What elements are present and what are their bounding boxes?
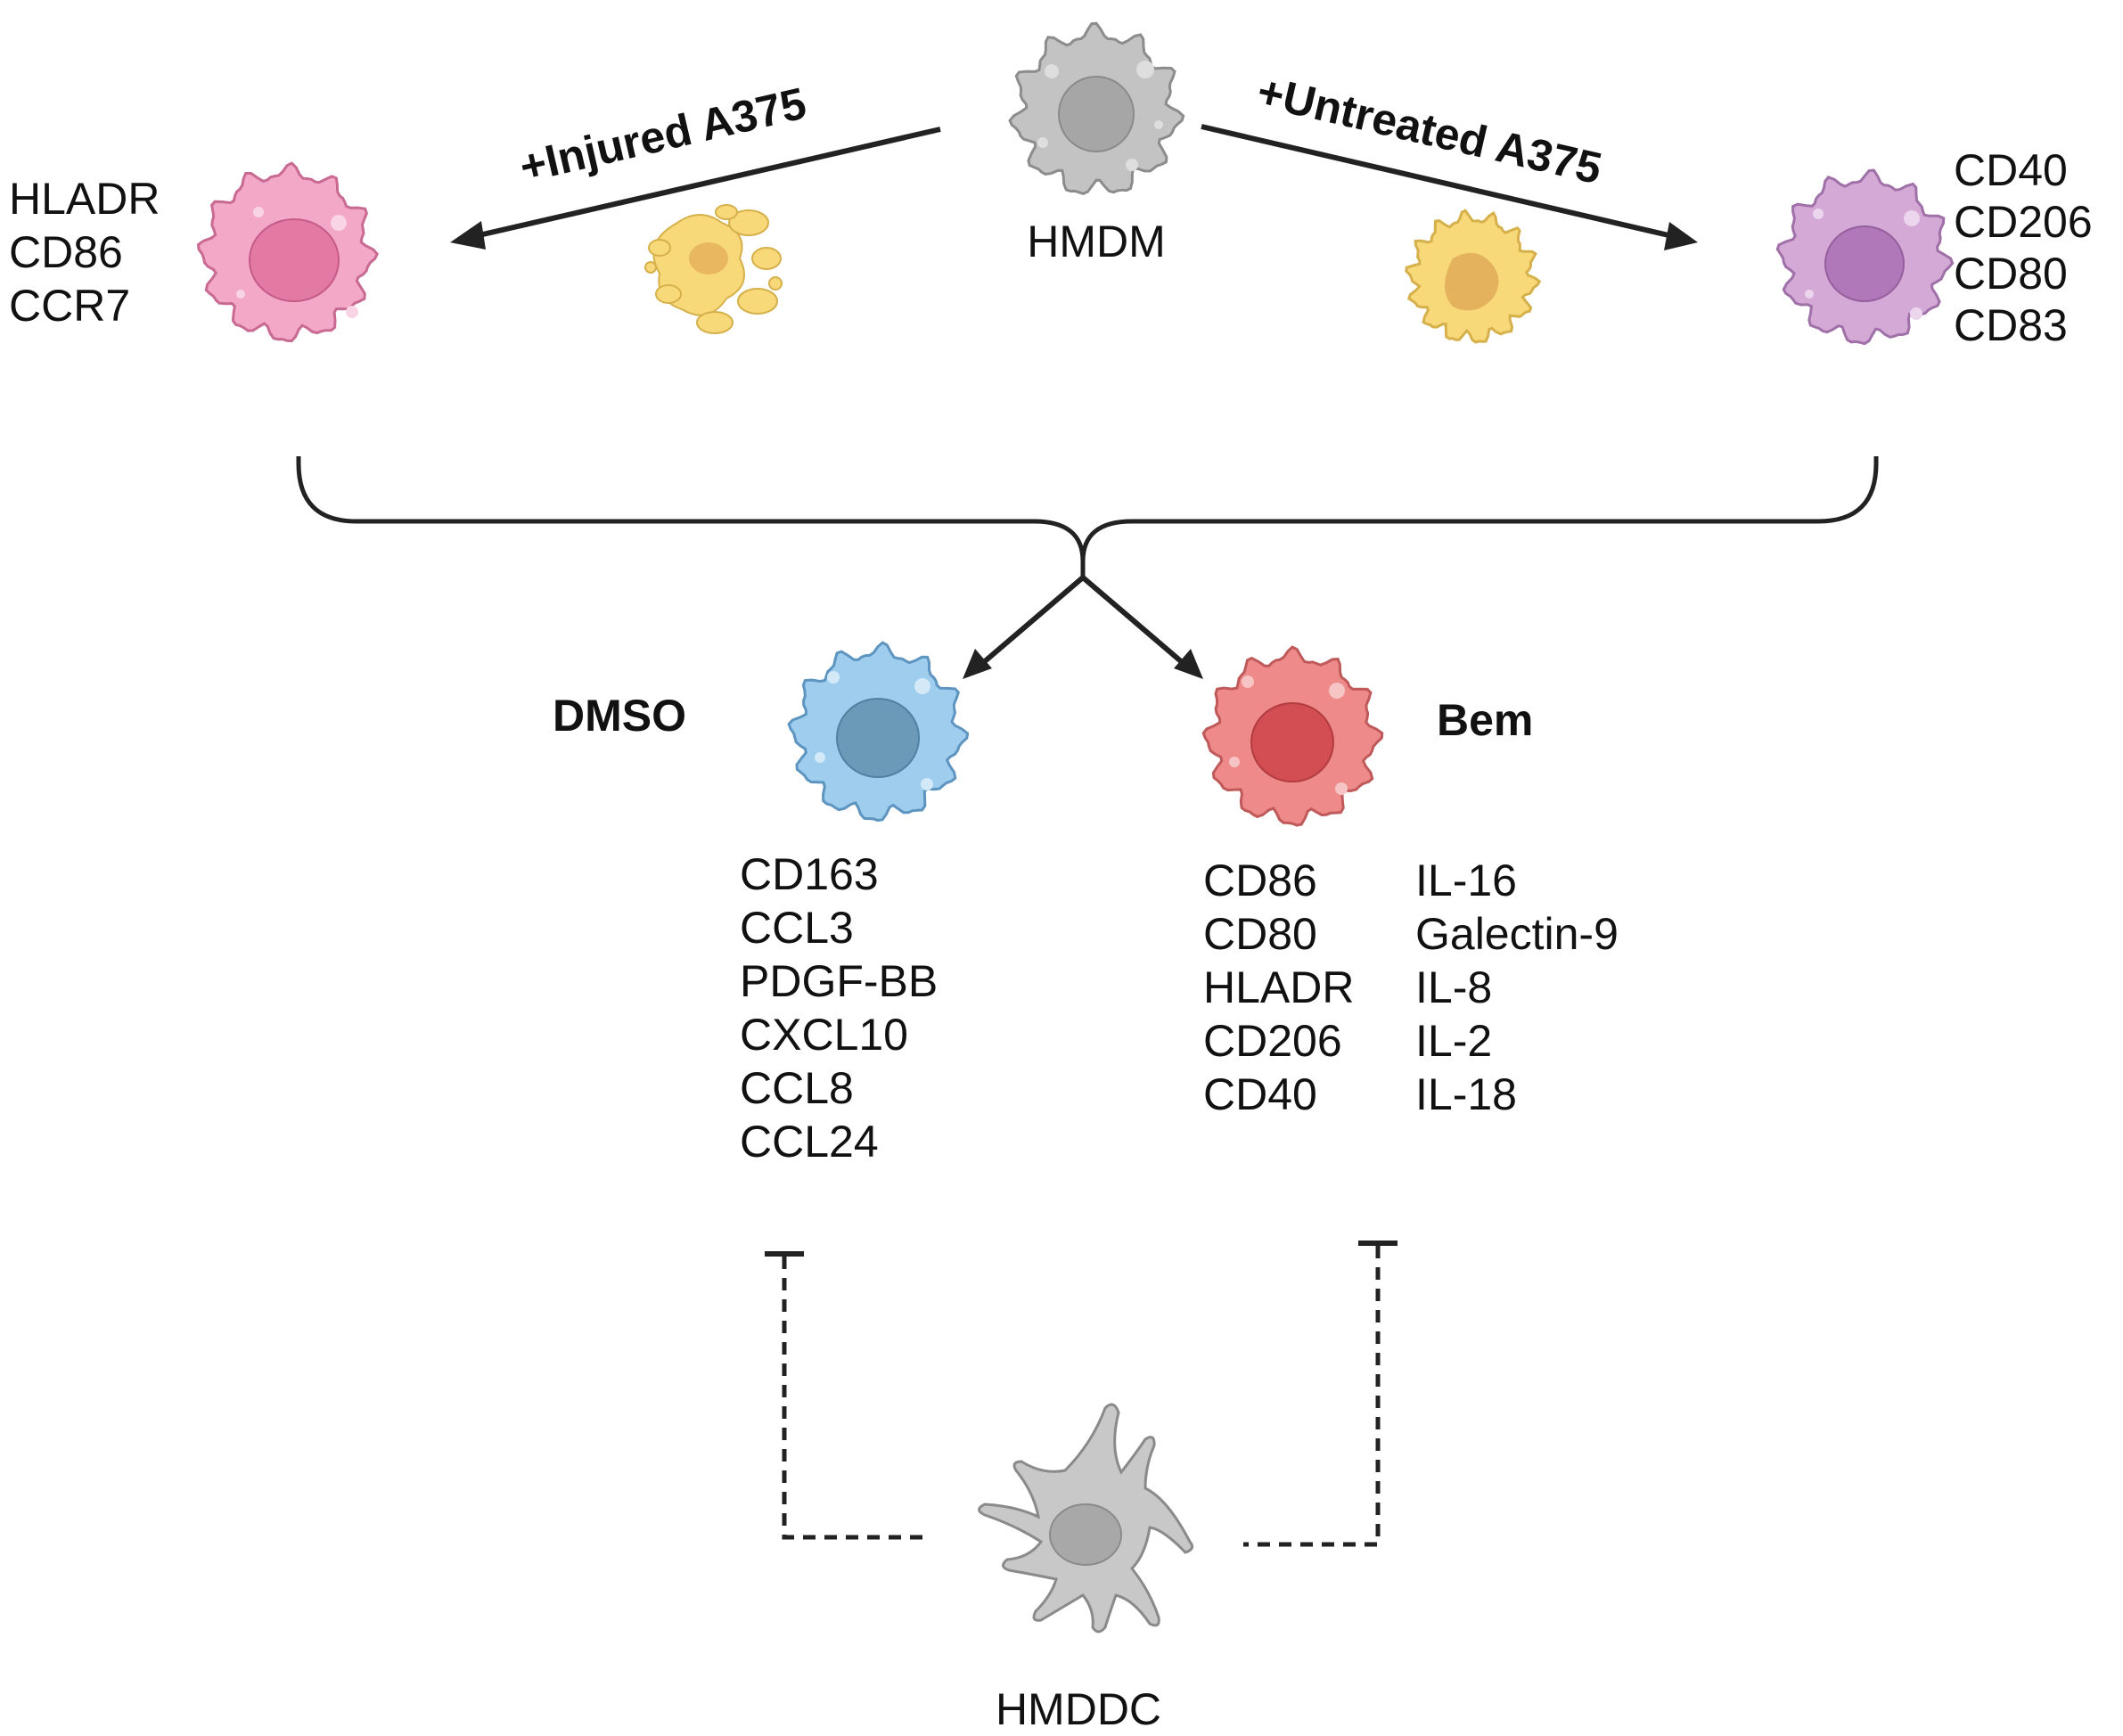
hmdm-label: HMDM <box>1027 217 1166 266</box>
right-cell-markers: CD40 CD206 CD80 CD83 <box>1954 145 2093 350</box>
dmso-marker: CD163 <box>740 849 879 899</box>
injured-a375-label: +Injured A375 <box>515 78 811 192</box>
left-cell-markers: HLADR CD86 CCR7 <box>9 174 160 331</box>
bem-marker: HLADR <box>1203 962 1354 1012</box>
injured-tumor-cell-icon <box>644 204 783 334</box>
bem-marker: IL-8 <box>1415 962 1492 1012</box>
arrow-icon <box>1174 649 1203 679</box>
dmso-marker: PDGF-BB <box>740 956 938 1006</box>
left-marker: HLADR <box>9 174 160 224</box>
inhibition-left <box>765 1251 922 1540</box>
hmddc-dendritic-cell-icon <box>978 1403 1194 1634</box>
right-marker: CD80 <box>1954 249 2068 299</box>
bem-marker: Galectin-9 <box>1415 909 1619 959</box>
arrow-icon <box>450 221 486 250</box>
arrow-icon <box>963 649 992 679</box>
dmso-label: DMSO <box>553 691 686 741</box>
right-marker: CD83 <box>1954 300 2068 350</box>
grouping-brace <box>296 456 1879 562</box>
hmddc-label: HMDDC <box>996 1684 1161 1734</box>
left-marker: CCR7 <box>9 281 130 331</box>
hmdm-macrophage-icon <box>1008 21 1185 196</box>
dmso-marker: CCL3 <box>740 903 854 953</box>
right-marker: CD206 <box>1954 197 2093 247</box>
dmso-marker: CCL8 <box>740 1063 854 1113</box>
bem-markers: CD86 CD80 HLADR CD206 CD40 IL-16 Galecti… <box>1203 856 1619 1119</box>
bem-marker: IL-16 <box>1415 856 1517 905</box>
arrow-icon <box>1664 222 1698 250</box>
bem-label: Bem <box>1437 695 1533 745</box>
arrow-to-dmso <box>977 575 1085 669</box>
arrow-to-bem <box>1081 575 1189 669</box>
dmso-marker: CXCL10 <box>740 1010 908 1060</box>
dmso-macrophage-icon <box>787 641 970 823</box>
bem-marker: IL-2 <box>1415 1016 1492 1066</box>
arrow-to-injured <box>463 127 941 242</box>
dmso-marker: CCL24 <box>740 1117 879 1167</box>
untreated-tumor-cell-icon <box>1405 209 1542 344</box>
arrow-to-untreated <box>1201 124 1681 241</box>
dmso-markers: CD163 CCL3 PDGF-BB CXCL10 CCL8 CCL24 <box>740 849 938 1167</box>
bem-macrophage-icon <box>1201 645 1384 827</box>
injured-macrophage-icon <box>196 161 379 343</box>
right-marker: CD40 <box>1954 145 2068 195</box>
untreated-macrophage-icon <box>1775 168 1955 346</box>
bem-marker: CD80 <box>1203 909 1317 959</box>
untreated-a375-label: +Untreated A375 <box>1253 66 1607 193</box>
bem-marker: IL-18 <box>1415 1069 1517 1119</box>
left-marker: CD86 <box>9 227 123 277</box>
bem-marker: CD40 <box>1203 1069 1317 1119</box>
inhibition-right <box>1243 1241 1398 1547</box>
bem-marker: CD86 <box>1203 856 1317 905</box>
bem-marker: CD206 <box>1203 1016 1342 1066</box>
